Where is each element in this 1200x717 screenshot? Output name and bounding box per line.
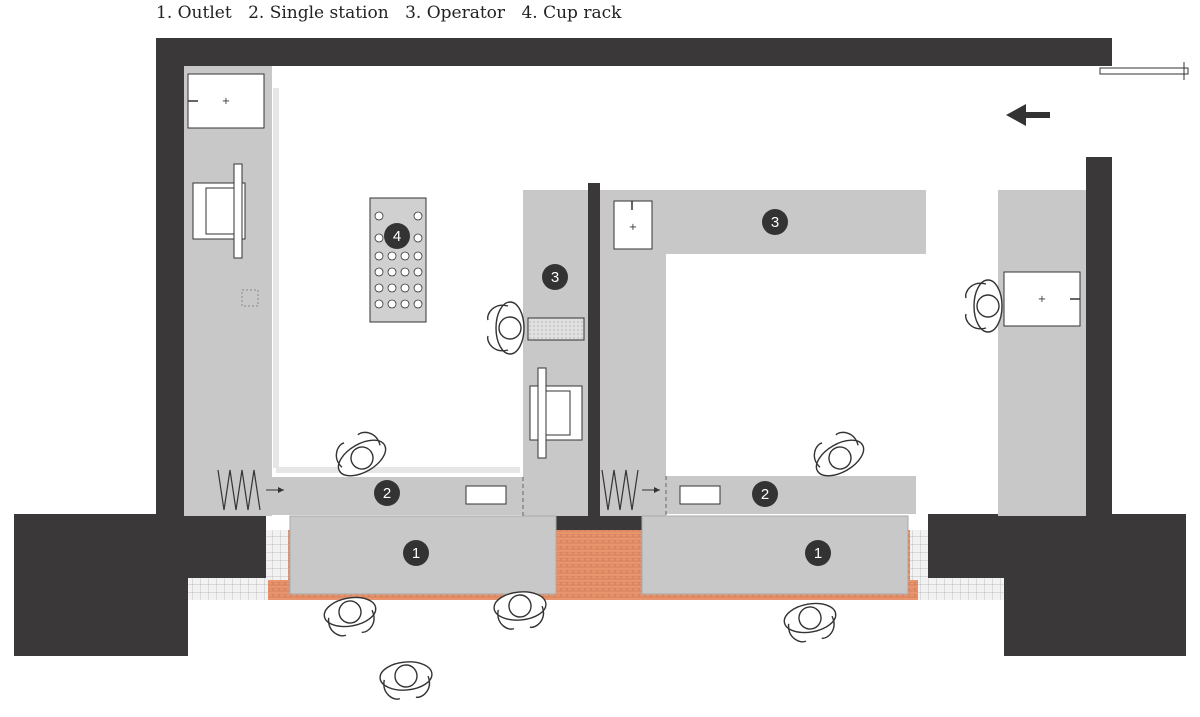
pos-display — [465, 485, 507, 505]
coffee-machine-icon — [529, 367, 583, 459]
counter-far-right — [998, 190, 1086, 516]
tile-strip-left — [188, 578, 268, 600]
marker-single-station: 2 — [752, 481, 778, 507]
marker-outlet-label: 1 — [814, 545, 822, 562]
door-icon — [1099, 62, 1189, 80]
marker-single-station: 2 — [374, 480, 400, 506]
marker-outlet: 1 — [805, 540, 831, 566]
entrance-arrow-icon — [1006, 104, 1050, 126]
marker-operator: 3 — [542, 264, 568, 290]
marker-outlet-label: 1 — [412, 545, 420, 562]
sink-icon: + — [613, 200, 653, 250]
tile-col-right — [910, 530, 928, 580]
sink-icon: + — [1003, 271, 1081, 327]
marker-operator-label: 3 — [771, 214, 779, 231]
wall-partition — [588, 183, 600, 516]
wall-bottom-left-ledge — [188, 514, 266, 578]
legend: 1. Outlet 2. Single station 3. Operator … — [156, 0, 632, 26]
marker-operator: 3 — [762, 209, 788, 235]
person-icon — [321, 592, 381, 640]
wall-right — [1086, 157, 1112, 516]
person-icon — [486, 301, 525, 355]
legend-item-operator: 3. Operator — [405, 3, 506, 23]
legend-item-single-station: 2. Single station — [248, 3, 389, 23]
wall-bottom-right-ledge — [928, 514, 1004, 578]
wall-bottom-right-block — [1004, 514, 1186, 656]
wall-bottom-left-block — [14, 514, 188, 656]
pos-display — [679, 485, 721, 505]
outlet-counter-right — [641, 515, 909, 595]
person-icon — [327, 424, 393, 484]
legend-item-cup-rack: 4. Cup rack — [521, 3, 622, 23]
marker-operator-label: 3 — [551, 269, 559, 286]
marker-single-station-label: 2 — [383, 485, 391, 502]
walls — [14, 38, 1186, 656]
counter-left-vertical — [184, 66, 272, 516]
svg-text:+: + — [629, 222, 637, 233]
person-icon — [378, 659, 435, 702]
svg-text:+: + — [1038, 294, 1046, 305]
tile-col-left — [266, 530, 288, 580]
person-icon — [805, 424, 871, 484]
outlet-floor-brick-mid — [556, 530, 642, 600]
counters — [184, 66, 1086, 516]
marker-cup-rack-label: 4 — [393, 228, 401, 245]
coffee-machine-icon — [192, 163, 246, 259]
floor-drain — [241, 289, 259, 307]
marker-outlet: 1 — [403, 540, 429, 566]
svg-text:+: + — [222, 96, 230, 107]
counter-middle-vertical — [523, 190, 588, 516]
radiator-icon — [217, 469, 284, 511]
wall-top — [156, 38, 1112, 66]
sink-icon: + — [187, 73, 265, 129]
grinder-icon — [527, 317, 585, 341]
wall-bottom-mid — [556, 514, 642, 530]
radiator-icon — [601, 469, 660, 511]
person-icon — [964, 279, 1003, 333]
cup-rack-icon — [369, 197, 427, 323]
wall-left — [156, 38, 184, 516]
marker-single-station-label: 2 — [761, 486, 769, 503]
tile-strip-right — [918, 578, 1004, 600]
marker-cup-rack: 4 — [384, 223, 410, 249]
person-icon — [781, 598, 841, 646]
legend-item-outlet: 1. Outlet — [156, 3, 232, 23]
